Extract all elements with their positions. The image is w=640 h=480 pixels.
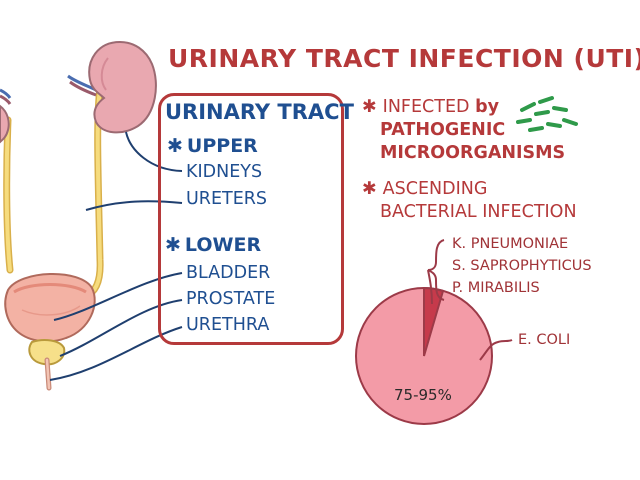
lower-label: LOWER <box>184 234 262 256</box>
bacteria-s-saprophyticus: S. SAPROPHYTICUS <box>452 258 592 274</box>
asterisk-icon: ✱ <box>167 135 183 157</box>
asterisk-icon: ✱ <box>165 234 181 256</box>
prostate <box>28 339 66 366</box>
asterisk-icon: ✱ <box>362 179 377 199</box>
kidney-left <box>0 104 10 144</box>
note-infected: ✱INFECTED by PATHOGENIC MICROORGANISMS <box>362 97 566 163</box>
note-ascending: ✱ASCENDING BACTERIAL INFECTION <box>362 179 577 222</box>
bladder <box>4 272 96 343</box>
lower-group: ✱LOWER <box>165 234 261 256</box>
pie-other-slice <box>423 286 445 357</box>
urinary-tract-box <box>158 93 344 345</box>
list-item-kidneys: KIDNEYS <box>186 162 263 182</box>
left-ureter-fill <box>4 118 12 272</box>
pie-percent-label: 75-95% <box>394 386 452 404</box>
leader-bladder <box>53 272 183 321</box>
asterisk-icon: ✱ <box>362 97 377 117</box>
leader-kidneys <box>125 131 183 172</box>
leader-prostate <box>59 299 183 357</box>
bacteria-p-mirabilis: P. MIRABILIS <box>452 280 540 296</box>
list-item-urethra: URETHRA <box>186 315 270 335</box>
pie-ecoli-label: E. COLI <box>518 332 571 348</box>
page-title: URINARY TRACT INFECTION (UTI) <box>168 44 640 73</box>
box-heading: URINARY TRACT <box>165 100 354 124</box>
ecoli-pie-chart <box>355 286 493 425</box>
upper-group: ✱UPPER <box>167 135 258 157</box>
bacteria-k-pneumoniae: K. PNEUMONIAE <box>452 236 569 252</box>
ecoli-leader <box>479 339 513 361</box>
upper-label: UPPER <box>186 135 258 157</box>
list-item-bladder: BLADDER <box>186 263 271 283</box>
list-item-prostate: PROSTATE <box>186 289 276 309</box>
leader-ureters <box>85 200 183 211</box>
kidney-right <box>88 40 157 134</box>
list-item-ureters: URETERS <box>186 189 268 209</box>
bacteria-icon <box>516 96 578 132</box>
